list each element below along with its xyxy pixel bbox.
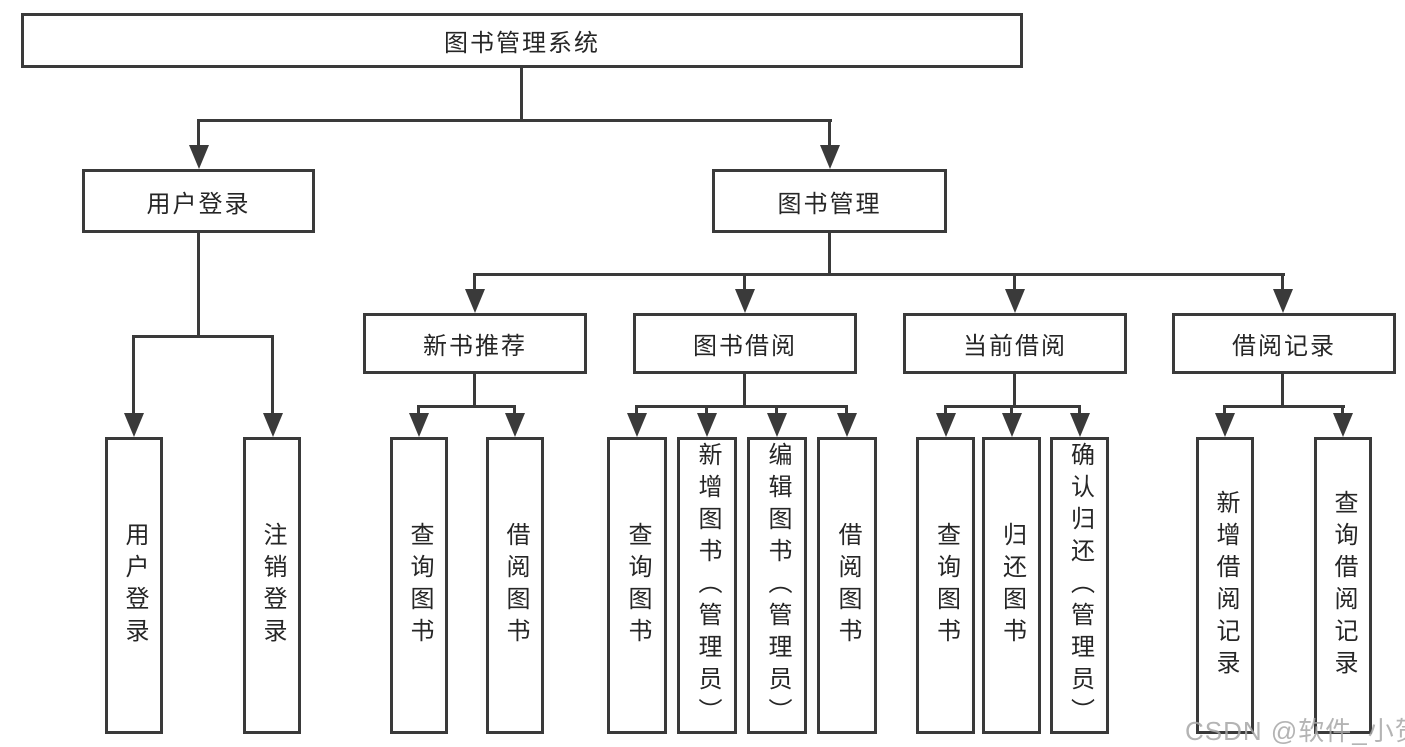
leaf-br-add-record-label: 新增借阅记录 xyxy=(1212,489,1239,682)
connector-arrow-cb-return-book xyxy=(1010,405,1013,413)
connector-arrow-borrow-record xyxy=(1281,273,1284,289)
connector-book-borrow-rail xyxy=(635,405,848,408)
connector-level2-rail xyxy=(197,119,832,122)
leaf-bb-query-book: 查询图书 xyxy=(607,437,667,734)
leaf-cb-return-book-label: 归还图书 xyxy=(998,521,1026,650)
leaf-bb-edit-book-admin: 编辑图书（管理员） xyxy=(747,437,807,734)
leaf-cb-query-book: 查询图书 xyxy=(916,437,975,734)
connector-arrow-bb-borrow-book xyxy=(845,405,848,413)
node-current-borrowing: 当前借阅 xyxy=(903,313,1127,374)
connector-book-mgmt-stub xyxy=(828,233,831,276)
connector-arrow-bb-add-book xyxy=(705,405,708,413)
connector-arrow-rec-borrow-book xyxy=(513,405,516,413)
connector-root-stub xyxy=(520,68,523,122)
leaf-logout: 注销登录 xyxy=(243,437,301,734)
leaf-user-login-label: 用户登录 xyxy=(121,521,148,650)
node-user-login: 用户登录 xyxy=(82,169,315,233)
connector-arrow-cb-query-book xyxy=(944,405,947,413)
leaf-rec-query-book: 查询图书 xyxy=(390,437,448,734)
connector-level3-rail xyxy=(473,273,1285,276)
connector-borrow-record-stub xyxy=(1281,374,1284,408)
connector-arrow-br-add-record xyxy=(1223,405,1226,413)
connector-arrow-rec-query-book xyxy=(417,405,420,413)
connector-user-login-rail xyxy=(132,335,274,338)
leaf-cb-confirm-return-admin: 确认归还（管理员） xyxy=(1050,437,1109,734)
connector-arrow-br-query-record xyxy=(1341,405,1344,413)
leaf-logout-label: 注销登录 xyxy=(259,521,286,650)
leaf-cb-return-book: 归还图书 xyxy=(982,437,1041,734)
connector-book-borrow-stub xyxy=(743,374,746,408)
node-book-management: 图书管理 xyxy=(712,169,947,233)
leaf-br-query-record: 查询借阅记录 xyxy=(1314,437,1372,734)
connector-arrow-book-mgmt xyxy=(828,119,831,145)
leaf-br-add-record: 新增借阅记录 xyxy=(1196,437,1254,734)
connector-new-book-rec-rail xyxy=(417,405,516,408)
csdn-watermark: CSDN @软件_小贺同学 xyxy=(1185,716,1405,746)
connector-arrow-leaf-logout xyxy=(271,335,274,413)
leaf-bb-add-book-admin: 新增图书（管理员） xyxy=(677,437,737,734)
connector-arrow-new-book-rec xyxy=(473,273,476,289)
connector-arrow-bb-query-book xyxy=(635,405,638,413)
connector-arrow-current-borrow xyxy=(1013,273,1016,289)
connector-arrow-bb-edit-book xyxy=(775,405,778,413)
leaf-cb-confirm-return-admin-label: 确认归还（管理员） xyxy=(1066,441,1094,730)
leaf-user-login: 用户登录 xyxy=(105,437,163,734)
connector-current-borrow-stub xyxy=(1013,374,1016,408)
connector-arrow-leaf-user-login xyxy=(132,335,135,413)
leaf-rec-borrow-book: 借阅图书 xyxy=(486,437,544,734)
connector-arrow-cb-confirm-return xyxy=(1078,405,1081,413)
leaf-bb-query-book-label: 查询图书 xyxy=(624,521,651,650)
connector-arrow-book-borrow xyxy=(743,273,746,289)
node-book-borrowing: 图书借阅 xyxy=(633,313,857,374)
leaf-cb-query-book-label: 查询图书 xyxy=(932,521,960,650)
connector-user-login-stub xyxy=(197,233,200,338)
node-new-book-recommendation: 新书推荐 xyxy=(363,313,587,374)
leaf-rec-borrow-book-label: 借阅图书 xyxy=(502,521,529,650)
connector-borrow-record-rail xyxy=(1223,405,1345,408)
leaf-rec-query-book-label: 查询图书 xyxy=(406,521,433,650)
connector-arrow-user-login xyxy=(197,119,200,145)
leaf-bb-borrow-book-label: 借阅图书 xyxy=(834,521,861,650)
leaf-bb-add-book-admin-label: 新增图书（管理员） xyxy=(694,441,721,730)
leaf-br-query-record-label: 查询借阅记录 xyxy=(1330,489,1357,682)
leaf-bb-borrow-book: 借阅图书 xyxy=(817,437,877,734)
node-library-management-system: 图书管理系统 xyxy=(21,13,1023,68)
leaf-bb-edit-book-admin-label: 编辑图书（管理员） xyxy=(764,441,791,730)
node-borrowing-records: 借阅记录 xyxy=(1172,313,1396,374)
connector-new-book-rec-stub xyxy=(473,374,476,408)
